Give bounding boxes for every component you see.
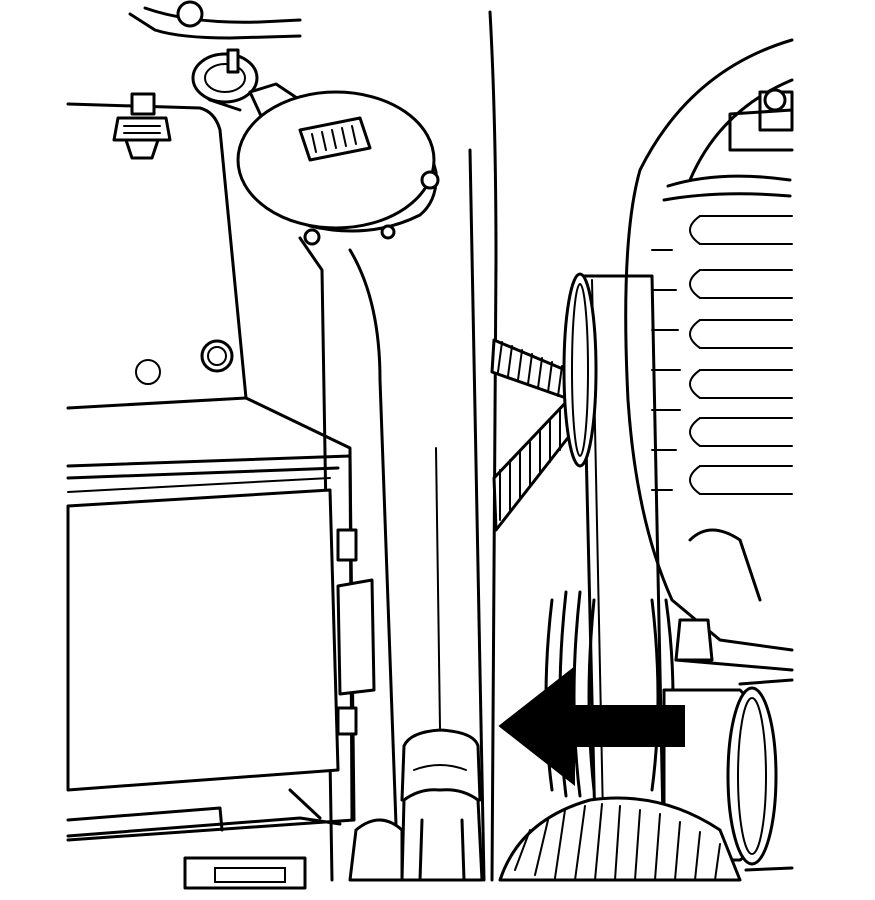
alternator-icon	[624, 38, 794, 672]
air-intake-duct-icon	[498, 678, 794, 882]
fender-panel-icon	[66, 92, 248, 410]
arrow-icon	[498, 665, 685, 787]
top-bracket-icon	[128, 0, 302, 40]
firewall-inner-icon	[468, 148, 486, 882]
reservoir-cap-icon	[191, 48, 440, 246]
housing-rib-icon	[348, 248, 400, 882]
dipstick-handle-icon	[348, 447, 484, 882]
firewall-edge-icon	[488, 10, 498, 882]
battery-icon	[66, 454, 376, 890]
bolt-icon	[112, 92, 172, 160]
